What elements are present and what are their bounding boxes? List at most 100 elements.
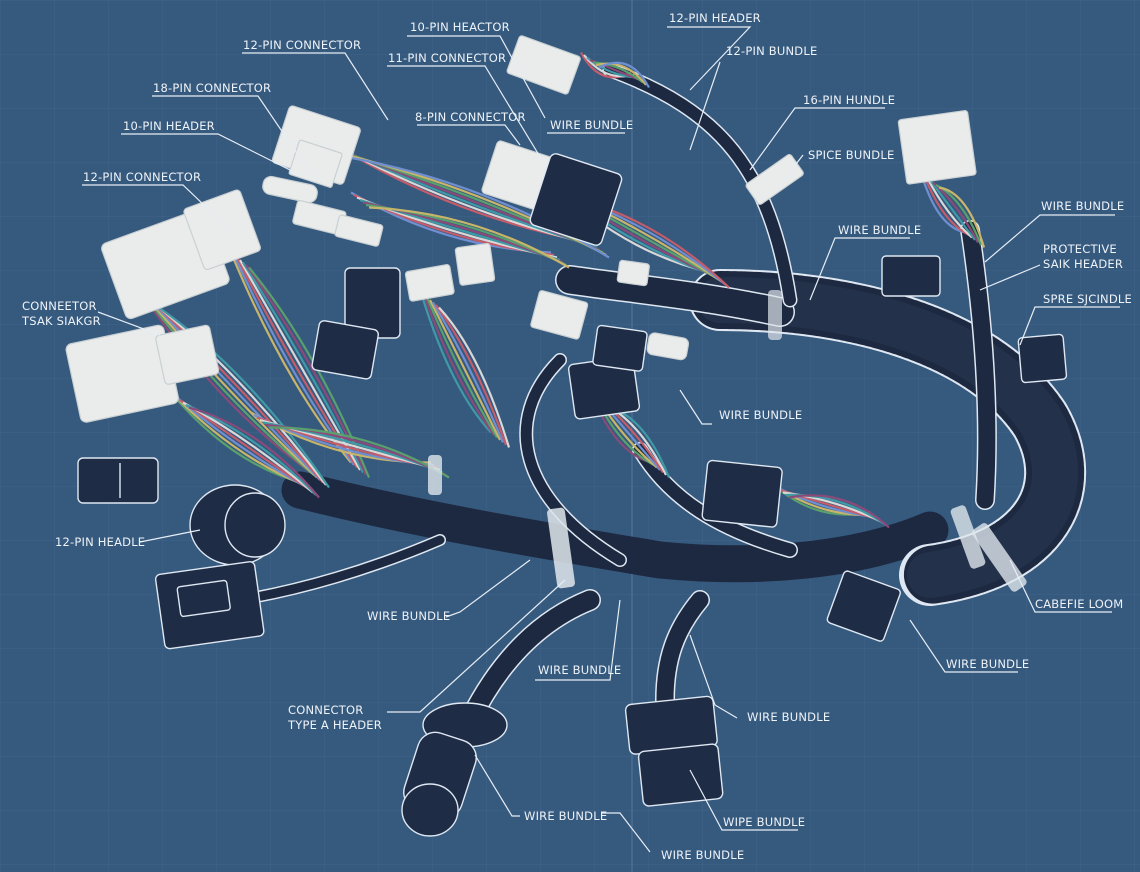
connector-far-right-dark xyxy=(1017,333,1068,384)
connector-8pin-bottom xyxy=(624,695,724,807)
label-conneetor-line2: TSAK SIAKGR xyxy=(21,314,101,328)
lower-drop-cable xyxy=(460,590,600,730)
colored-wire xyxy=(785,493,887,526)
label-wire-bundle-bottom-right: WIRE BUNDLE xyxy=(747,710,830,724)
colored-wire xyxy=(149,299,321,481)
colored-wire xyxy=(592,61,644,84)
leader-l23 xyxy=(909,619,1018,673)
connector-left-bottom-dark xyxy=(154,561,265,650)
connector-type-a-round xyxy=(401,702,508,837)
label-wire-bundle-lower-right: WIRE BUNDLE xyxy=(946,657,1029,671)
leader-l03 xyxy=(121,133,301,176)
colored-wire xyxy=(922,174,970,236)
upper-cable xyxy=(556,266,794,326)
leader-l25 xyxy=(689,634,738,719)
connector-12pin-left-large xyxy=(101,189,261,320)
label-12pin-header: 12-PIN HEADER xyxy=(669,11,761,25)
label-wire-bundle-upper-right: WIRE BUNDLE xyxy=(838,223,921,237)
lower-right-drop-cable xyxy=(656,591,709,709)
wire-fan-group xyxy=(140,51,986,529)
leader-l07 xyxy=(417,124,521,146)
label-8pin-connector: 8-PIN CONNECTOR xyxy=(415,110,526,124)
connector-left-bottom-large xyxy=(65,324,220,423)
connector-splice-small xyxy=(745,154,804,205)
connector-small-right-dark xyxy=(881,255,941,297)
colored-wire xyxy=(368,206,570,269)
connector-center-sleeve xyxy=(616,259,650,287)
label-18pin-connector: 18-PIN CONNECTOR xyxy=(153,81,271,95)
leader-l20 xyxy=(445,559,531,618)
connector-center-dark-2 xyxy=(311,320,379,380)
label-10pin-heactor: 10-PIN HEACTOR xyxy=(410,20,510,34)
label-11pin-connector: 11-PIN CONNECTOR xyxy=(388,51,506,65)
cable-tie xyxy=(428,455,442,495)
connector-round-dark xyxy=(189,484,286,566)
colored-wire xyxy=(188,406,320,499)
colored-wire xyxy=(595,62,647,86)
left-branch-cable xyxy=(235,535,445,605)
label-wire-bundle-lower-center: WIRE BUNDLE xyxy=(538,663,621,677)
label-wire-bundle-center: WIRE BUNDLE xyxy=(719,408,802,422)
leader-l19 xyxy=(139,529,201,543)
leader-l16 xyxy=(1019,306,1120,346)
colored-wire xyxy=(788,494,890,529)
label-protective-line1: PROTECTIVE xyxy=(1043,242,1117,256)
label-protective-line2: SAIK HEADER xyxy=(1043,257,1123,271)
leader-l18 xyxy=(679,389,712,425)
connector-center-dark-4 xyxy=(592,324,648,372)
leader-l27 xyxy=(689,769,798,831)
label-wire-bundle-lower-left: WIRE BUNDLE xyxy=(367,609,450,623)
leader-lines xyxy=(82,26,1120,853)
cable-group xyxy=(234,62,1087,731)
label-spice-bundle: SPICE BUNDLE xyxy=(808,148,894,162)
cable-tie xyxy=(547,507,575,589)
leader-l12 xyxy=(779,154,804,186)
label-wire-bundle-top: WIRE BUNDLE xyxy=(550,118,633,132)
cable-tie xyxy=(768,290,782,340)
colored-wire xyxy=(926,176,973,239)
leader-l10 xyxy=(689,61,721,151)
connector-8pin-dark xyxy=(481,140,623,246)
inner-arc-cable xyxy=(520,354,626,566)
top-arc-cable xyxy=(604,64,796,306)
colored-wire xyxy=(143,294,315,476)
connector-mid-right-dark xyxy=(701,459,783,528)
connector-center-tube xyxy=(646,332,690,361)
center-cable xyxy=(633,443,797,557)
leader-l28 xyxy=(602,812,651,853)
colored-wire xyxy=(438,306,511,448)
connector-loom-junction-dark xyxy=(826,570,901,642)
colored-wire xyxy=(422,294,495,436)
label-10pin-header: 10-PIN HEADER xyxy=(123,119,215,133)
colored-wire xyxy=(429,299,501,441)
colored-wire xyxy=(432,301,505,443)
leader-l17 xyxy=(97,311,161,336)
colored-wire xyxy=(176,396,308,489)
label-12pin-headle: 12-PIN HEADLE xyxy=(55,535,145,549)
connector-10pin-top xyxy=(506,35,581,95)
label-conneetor-line1: CONNEETOR xyxy=(22,299,97,313)
connector-center-small-2 xyxy=(454,242,496,286)
leader-l21 xyxy=(535,599,621,681)
leader-l04 xyxy=(82,184,231,231)
cable-tie xyxy=(971,523,1027,592)
labels: 12-PIN CONNECTOR 18-PIN CONNECTOR 10-PIN… xyxy=(21,11,1132,862)
label-spre-sjcindle: SPRE SJCINDLE xyxy=(1043,292,1132,306)
connector-16pin-right xyxy=(897,110,977,185)
colored-wire xyxy=(938,186,986,248)
connector-10pin-header-small xyxy=(262,175,318,204)
connector-center-small-1 xyxy=(404,264,455,302)
colored-wire xyxy=(425,297,498,439)
right-vertical-cable xyxy=(961,221,996,509)
label-cabefie-loom: CABEFIE LOOM xyxy=(1035,597,1123,611)
leader-l24 xyxy=(387,579,566,713)
label-wire-bundle-bottom-left: WIRE BUNDLE xyxy=(524,809,607,823)
dark-connectors xyxy=(77,140,1068,837)
label-wire-bundle-bottom: WIRE BUNDLE xyxy=(661,848,744,862)
colored-wire xyxy=(152,301,324,484)
connector-18pin xyxy=(292,200,384,247)
white-connectors xyxy=(65,35,977,423)
label-12pin-connector-top: 12-PIN CONNECTOR xyxy=(243,38,361,52)
